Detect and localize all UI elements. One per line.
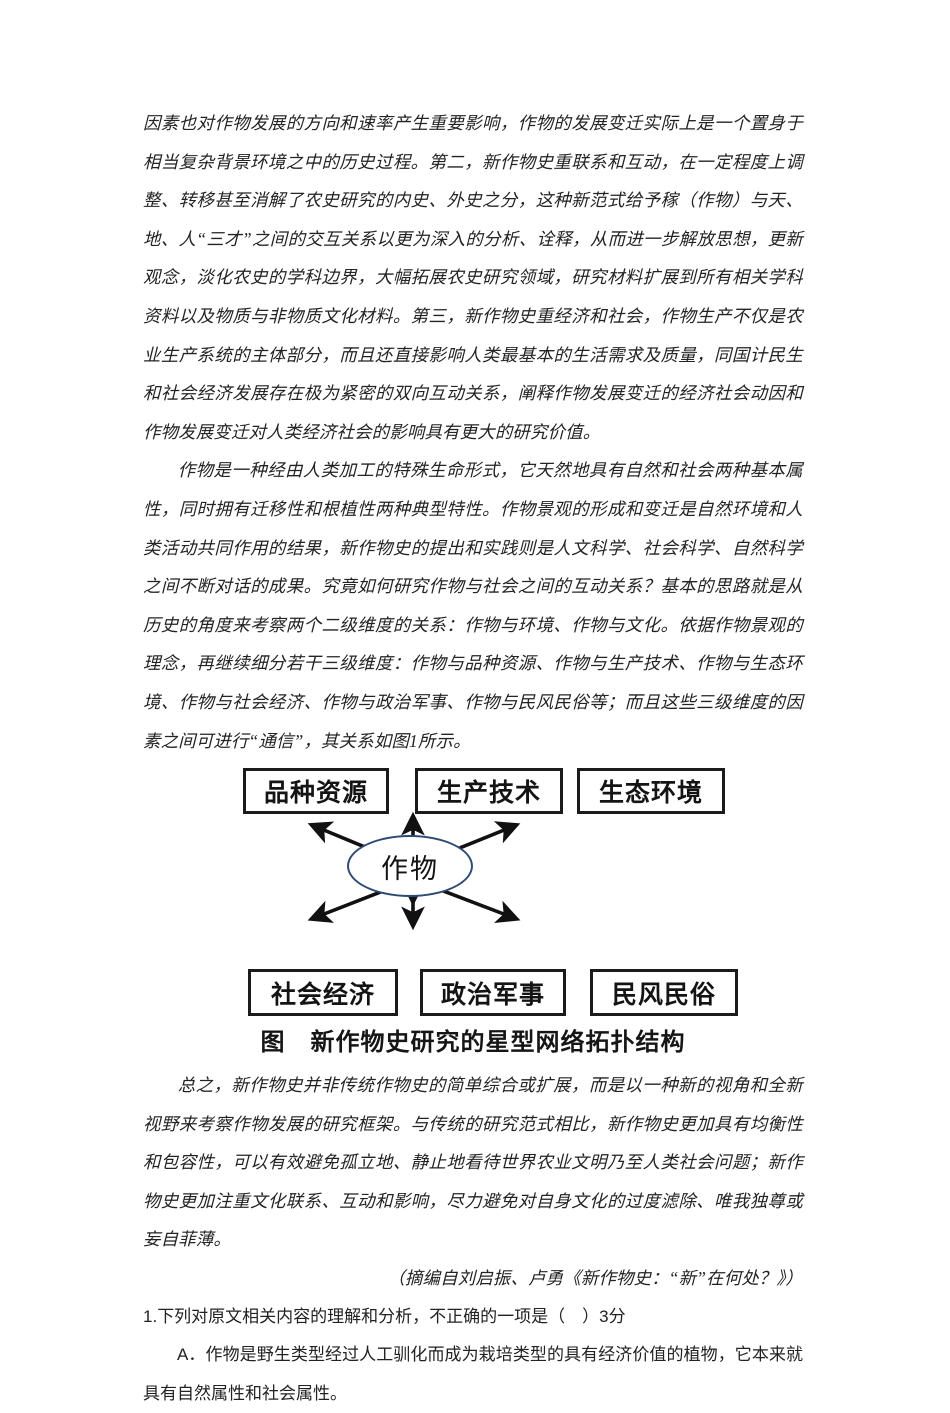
figure-caption: 图 新作物史研究的星型网络拓扑结构 (260, 1030, 686, 1057)
diagram-node-crop-center: 作物 (347, 835, 473, 898)
option-text: 作物是野生类型经过人工驯化而成为栽培类型的具有经济价值的植物，它本来就具有自然属… (143, 1345, 804, 1403)
diagram-node-production-technology: 生产技术 (415, 768, 563, 815)
diagram-node-politics-military: 政治军事 (420, 969, 566, 1017)
node-label: 社会经济 (270, 981, 375, 1009)
diagram-node-social-economy: 社会经济 (248, 969, 398, 1017)
node-label: 作物 (381, 853, 439, 884)
option-label: A． (177, 1345, 206, 1365)
document-page: 因素也对作物发展的方向和速率产生重要影响，作物的发展变迁实际上是一个置身于相当复… (143, 113, 804, 1403)
diagram-node-ecological-environment: 生态环境 (577, 768, 725, 815)
source-attribution: （摘编自刘启振、卢勇《新作物史：“新”在何处？》） (387, 1268, 803, 1289)
node-label: 品种资源 (263, 780, 368, 808)
diagram-node-folk-customs: 民风民俗 (590, 969, 738, 1017)
page-content: 因素也对作物发展的方向和速率产生重要影响，作物的发展变迁实际上是一个置身于相当复… (143, 104, 803, 1413)
question-stem-text: 下列对原文相关内容的理解和分析，不正确的一项是（ ）3分 (157, 1306, 626, 1326)
diagram-canvas: 品种资源 生产技术 生态环境 作物 社会经济 政治军事 (143, 766, 803, 1024)
question-block-1: 1.下列对原文相关内容的理解和分析，不正确的一项是（ ）3分 A．作物是野生类型… (143, 1298, 803, 1413)
question-stem: 1.下列对原文相关内容的理解和分析，不正确的一项是（ ）3分 (143, 1298, 803, 1337)
diagram-node-variety-resources: 品种资源 (243, 768, 389, 815)
question-option-a[interactable]: A．作物是野生类型经过人工驯化而成为栽培类型的具有经济价值的植物，它本来就具有自… (143, 1336, 803, 1413)
body-paragraph-3: 总之，新作物史并非传统作物史的简单综合或扩展，而是以一种新的视角和全新视野来考察… (143, 1075, 803, 1250)
node-label: 生产技术 (436, 780, 541, 808)
node-label: 生态环境 (598, 780, 703, 808)
question-number: 1. (143, 1306, 158, 1326)
body-paragraph-1: 因素也对作物发展的方向和速率产生重要影响，作物的发展变迁实际上是一个置身于相当复… (143, 113, 803, 442)
node-label: 民风民俗 (611, 981, 716, 1009)
figure-star-topology: 品种资源 生产技术 生态环境 作物 社会经济 政治军事 (143, 766, 803, 1066)
body-paragraph-2: 作物是一种经由人类加工的特殊生命形式，它天然地具有自然和社会两种基本属性，同时拥… (143, 460, 803, 751)
node-label: 政治军事 (440, 981, 545, 1009)
